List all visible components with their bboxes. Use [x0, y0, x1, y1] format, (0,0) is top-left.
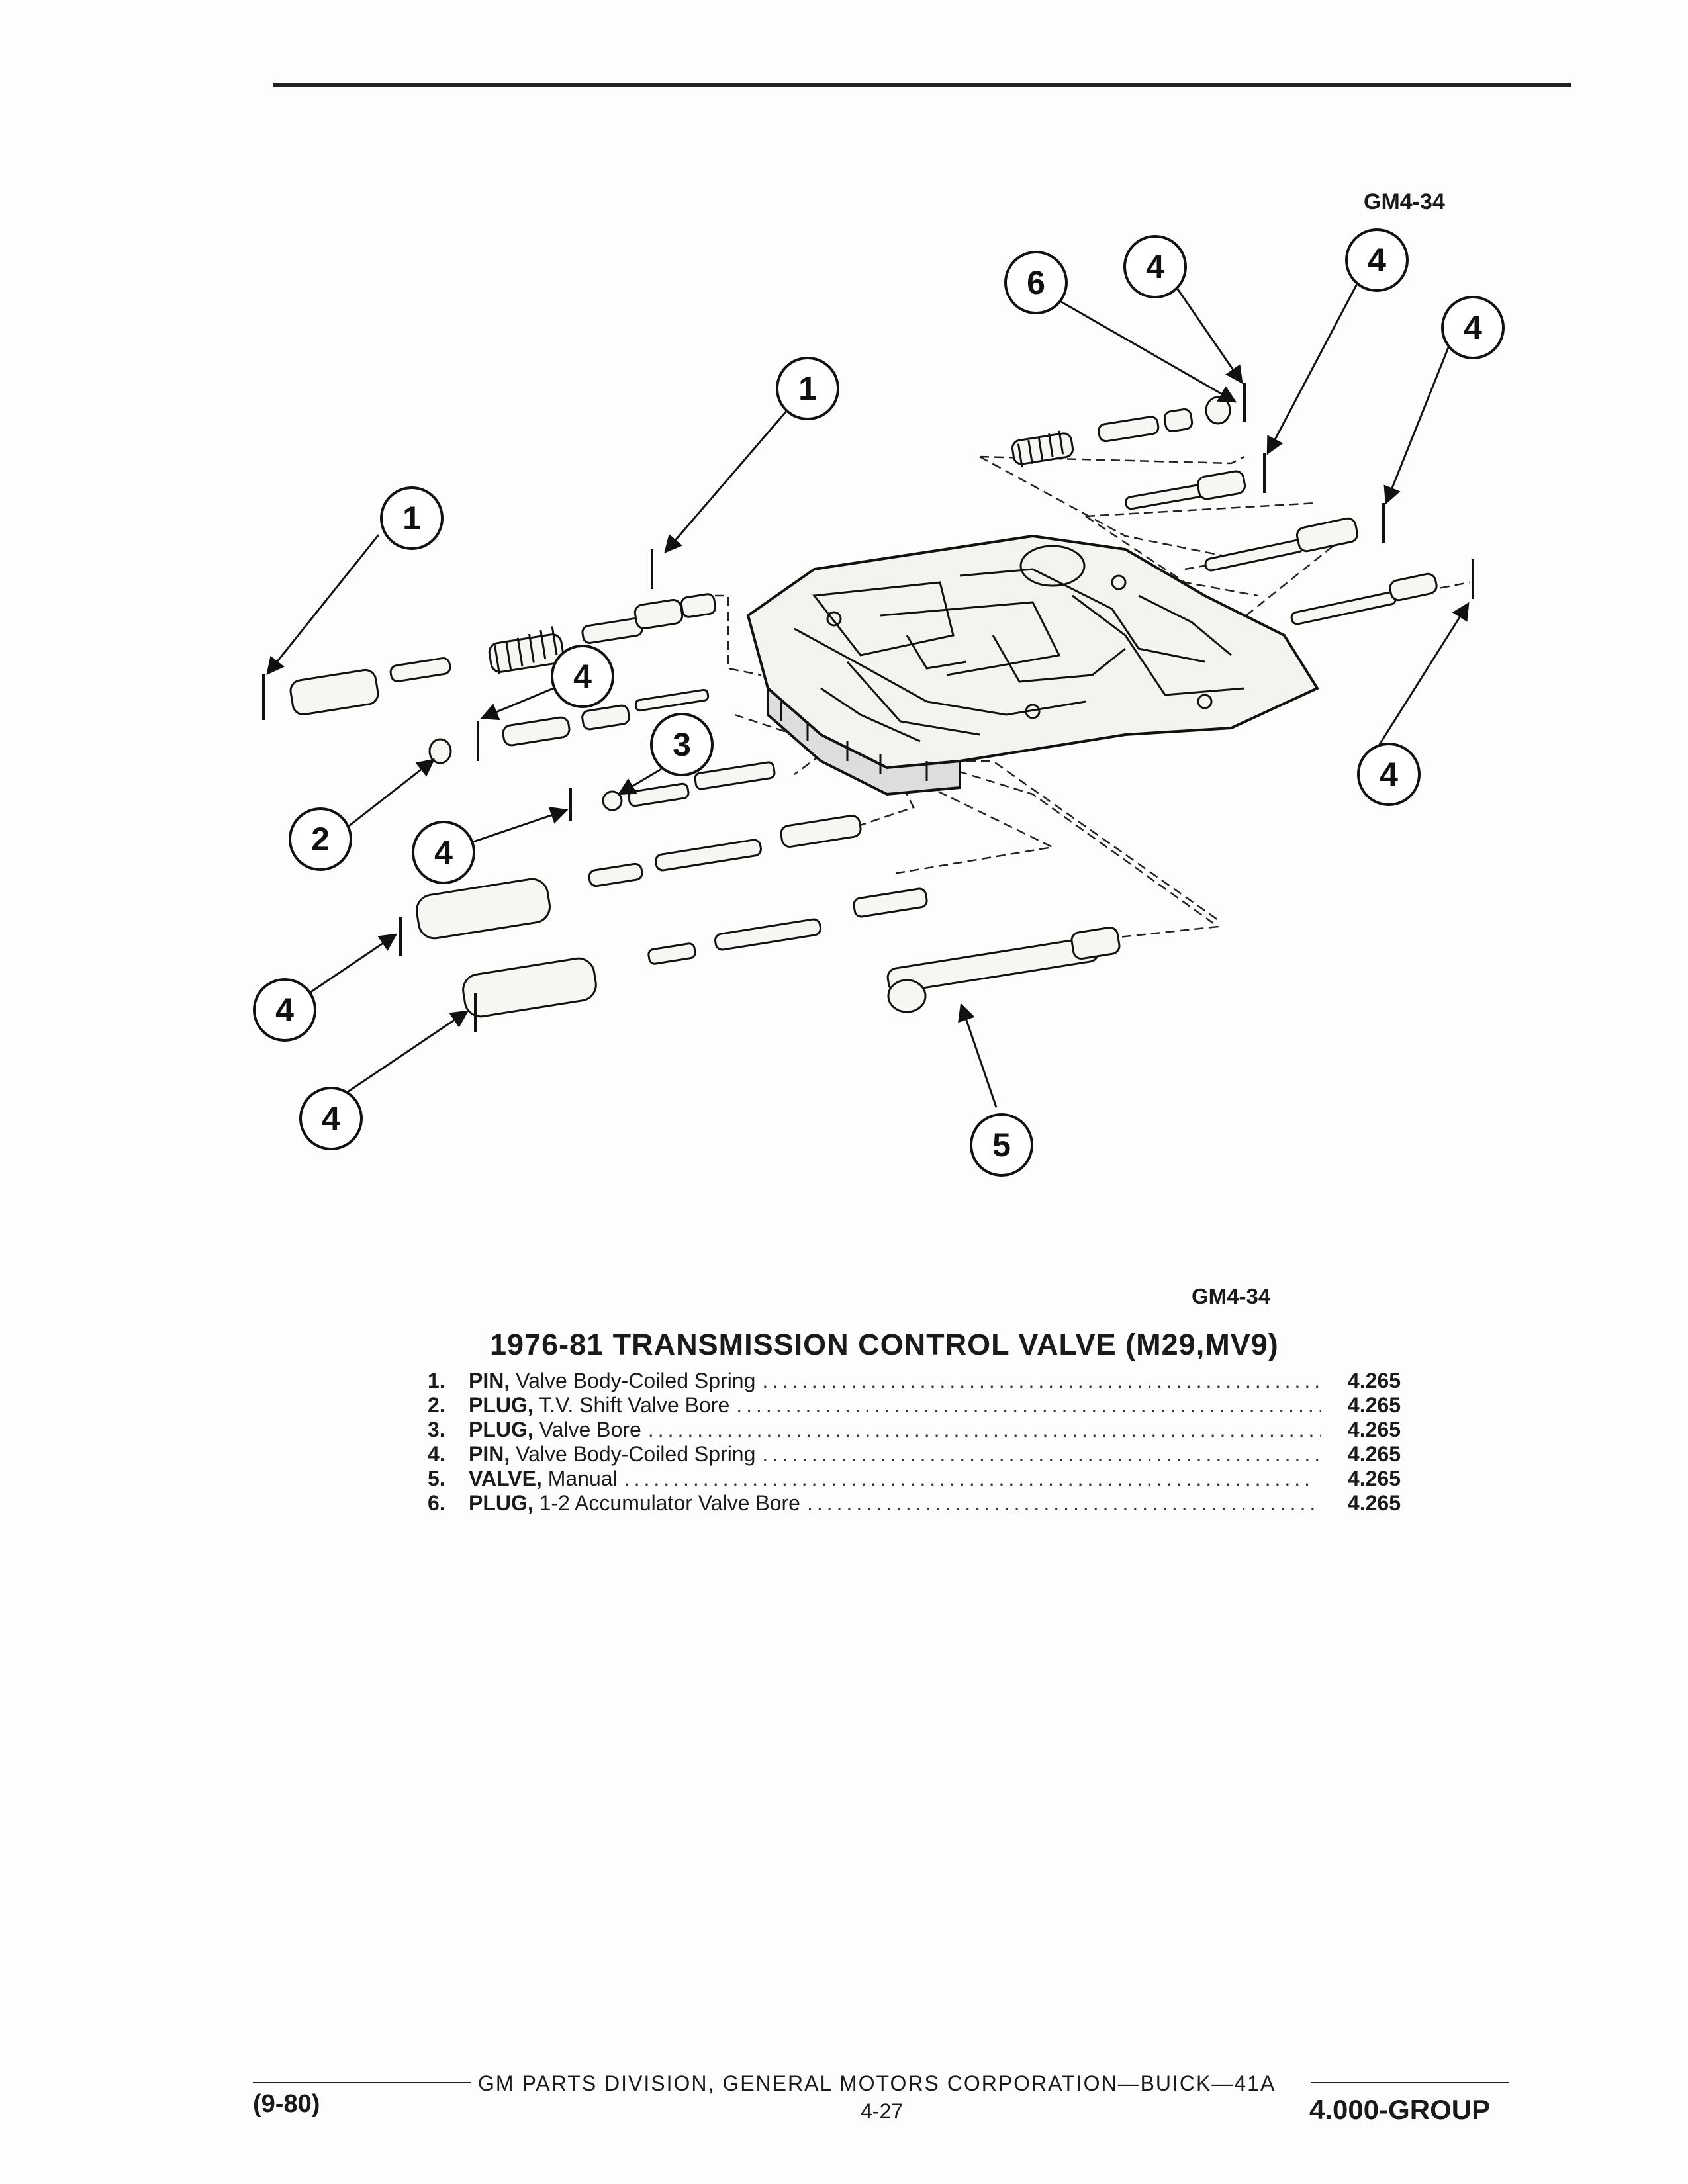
callout-4-h: 4	[1357, 743, 1421, 806]
part-name: PIN,	[469, 1442, 510, 1466]
callout-label: 1	[798, 370, 817, 407]
callout-4-b: 4	[412, 821, 475, 884]
figure-id-top: GM4-34	[1364, 189, 1445, 214]
part-detail: Valve Body-Coiled Spring	[510, 1442, 756, 1466]
leader-dots: ........................................…	[736, 1393, 1321, 1417]
footer-rule-left	[253, 2082, 471, 2083]
callout-label: 4	[275, 991, 294, 1028]
part-description: PLUG, Valve Bore	[469, 1418, 641, 1442]
page-number: 4-27	[861, 2099, 904, 2123]
callout-1-left: 1	[380, 486, 444, 550]
callout-4-d: 4	[299, 1087, 363, 1150]
part-reference: 4.265	[1347, 1467, 1401, 1490]
footer-group: 4.000-GROUP	[1309, 2094, 1491, 2125]
part-number: 6.	[428, 1491, 445, 1515]
part-detail: T.V. Shift Valve Bore	[533, 1393, 730, 1417]
page-title: 1976-81 TRANSMISSION CONTROL VALVE (M29,…	[490, 1328, 1279, 1361]
list-item: 4. PIN, Valve Body-Coiled Spring .......…	[428, 1442, 1401, 1467]
figure-id-bottom: GM4-34	[1192, 1284, 1271, 1308]
part-detail: 1-2 Accumulator Valve Bore	[533, 1491, 800, 1515]
spring-pins	[262, 383, 1474, 1032]
callout-4-c: 4	[253, 978, 316, 1042]
callout-label: 2	[311, 821, 330, 858]
callout-1-top: 1	[776, 357, 839, 420]
leader-dots: ........................................…	[624, 1467, 1315, 1490]
leader-dots: ........................................…	[806, 1491, 1321, 1515]
footer-rule-right	[1311, 2082, 1509, 2083]
part-number: 3.	[428, 1418, 445, 1441]
part-reference: 4.265	[1347, 1491, 1401, 1515]
top-rule	[273, 83, 1571, 87]
callout-label: 5	[992, 1126, 1011, 1163]
callout-3: 3	[650, 713, 714, 776]
part-reference: 4.265	[1347, 1442, 1401, 1466]
callout-4-a: 4	[551, 645, 614, 708]
leader-dots: ........................................…	[647, 1418, 1321, 1441]
part-reference: 4.265	[1347, 1393, 1401, 1417]
footer-date: (9-80)	[253, 2090, 320, 2118]
part-name: PIN,	[469, 1369, 510, 1392]
part-number: 4.	[428, 1442, 445, 1466]
part-reference: 4.265	[1347, 1369, 1401, 1392]
part-description: PLUG, T.V. Shift Valve Bore	[469, 1393, 729, 1418]
callout-label: 4	[1146, 248, 1164, 285]
part-description: PIN, Valve Body-Coiled Spring	[469, 1442, 755, 1467]
callout-label: 6	[1027, 264, 1045, 301]
valve-body	[746, 534, 1319, 796]
callout-4-f: 4	[1345, 228, 1409, 292]
parts-list: 1. PIN, Valve Body-Coiled Spring .......…	[428, 1369, 1401, 1516]
callout-label: 4	[1464, 309, 1482, 346]
list-item: 6. PLUG, 1-2 Accumulator Valve Bore ....…	[428, 1491, 1401, 1516]
callout-4-e: 4	[1123, 235, 1187, 298]
part-name: PLUG,	[469, 1393, 534, 1417]
part-detail: Valve Body-Coiled Spring	[510, 1369, 756, 1392]
list-item: 5. VALVE, Manual .......................…	[428, 1467, 1401, 1491]
callout-label: 4	[1368, 242, 1386, 279]
part-name: PLUG,	[469, 1491, 534, 1515]
leader-dots: ........................................…	[762, 1442, 1321, 1466]
exploded-parts	[289, 396, 1438, 1018]
callout-label: 1	[402, 500, 421, 537]
callout-label: 4	[434, 834, 453, 871]
part-description: PLUG, 1-2 Accumulator Valve Bore	[469, 1491, 800, 1516]
leader-dots: ........................................…	[762, 1369, 1321, 1392]
part-detail: Valve Bore	[533, 1418, 641, 1441]
callout-label: 4	[322, 1100, 340, 1137]
footer-corporation: GM PARTS DIVISION, GENERAL MOTORS CORPOR…	[478, 2071, 1276, 2095]
part-number: 5.	[428, 1467, 445, 1490]
part-detail: Manual	[541, 1467, 618, 1490]
callout-6: 6	[1004, 251, 1068, 314]
callout-4-g: 4	[1441, 296, 1505, 359]
callout-label: 4	[573, 658, 592, 695]
list-item: 2. PLUG, T.V. Shift Valve Bore .........…	[428, 1393, 1401, 1418]
part-name: VALVE,	[469, 1467, 542, 1490]
list-item: 1. PIN, Valve Body-Coiled Spring .......…	[428, 1369, 1401, 1393]
list-item: 3. PLUG, Valve Bore ....................…	[428, 1418, 1401, 1442]
part-description: PIN, Valve Body-Coiled Spring	[469, 1369, 755, 1393]
part-reference: 4.265	[1347, 1418, 1401, 1441]
part-description: VALVE, Manual	[469, 1467, 618, 1491]
callout-5: 5	[970, 1113, 1033, 1177]
callout-label: 3	[673, 726, 691, 763]
callout-label: 4	[1380, 756, 1398, 793]
callout-2: 2	[289, 807, 352, 871]
part-number: 1.	[428, 1369, 445, 1392]
part-number: 2.	[428, 1393, 445, 1417]
leader-arrows	[266, 271, 1470, 1108]
part-name: PLUG,	[469, 1418, 534, 1441]
